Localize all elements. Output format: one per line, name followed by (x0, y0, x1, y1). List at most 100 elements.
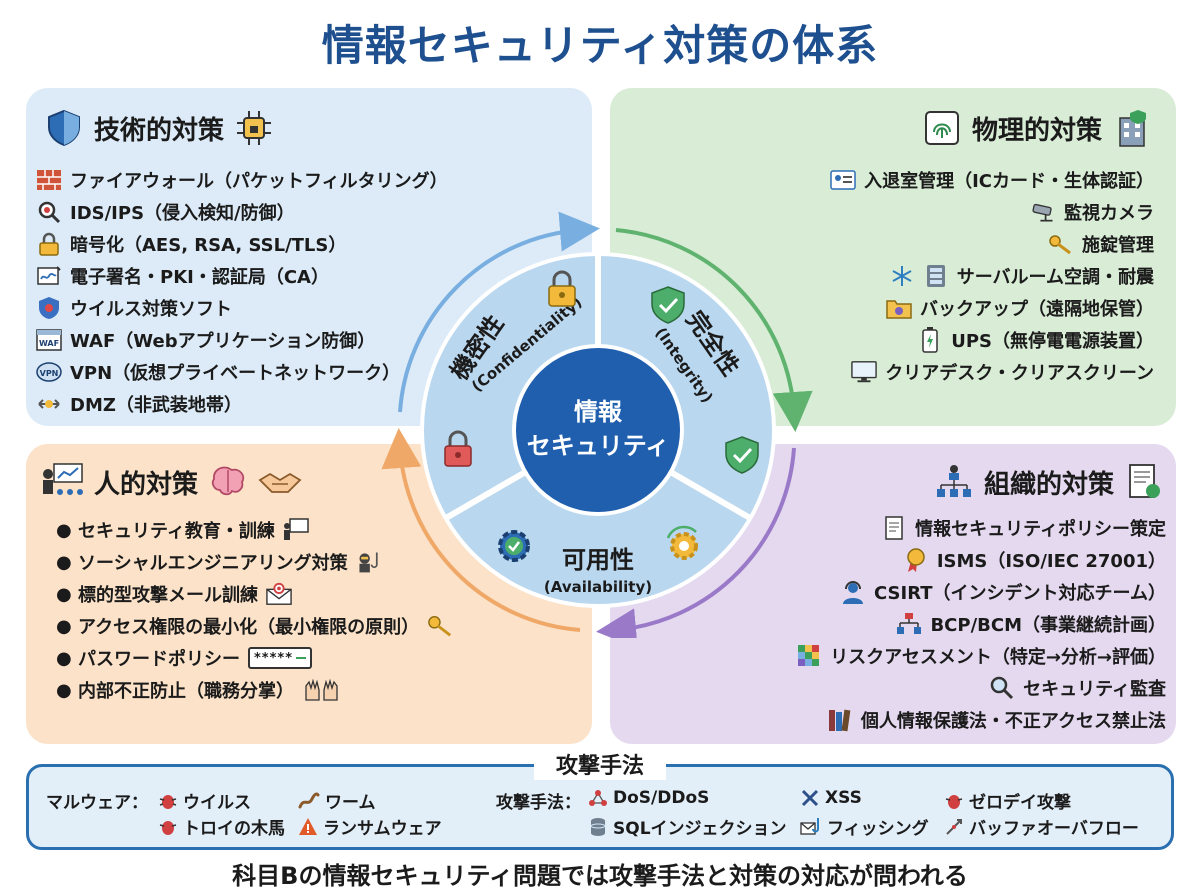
signature-icon (36, 263, 62, 289)
target-mail-icon (266, 581, 292, 607)
bullet-icon: ● (56, 551, 72, 573)
attack-item: ウイルス (158, 788, 251, 813)
law-books-icon (827, 707, 853, 733)
methods-label: 攻撃手法： (496, 793, 581, 813)
list-item: 暗号化（AES, RSA, SSL/TLS） (36, 228, 448, 260)
shield-check-icon (725, 436, 759, 474)
battery-icon (917, 327, 943, 353)
bullet-icon: ● (56, 679, 72, 701)
bullet-icon: ● (56, 615, 72, 637)
attack-item: XSS (800, 788, 862, 808)
attack-item: トロイの木馬 (158, 814, 285, 839)
cycle-arrow-blue (398, 211, 600, 413)
list-item: リスクアセスメント（特定→分析→評価） (796, 640, 1166, 672)
cia-triad-diagram: 情報 セキュリティ 機密性 (Confidentiality) 完全性 (Int… (381, 211, 813, 638)
risk-matrix-icon (796, 643, 822, 669)
human-list: ● セキュリティ教育・訓練 ● ソーシャルエンジニアリング対策 ● 標的型攻撃メ… (56, 514, 453, 706)
center-circle (512, 344, 684, 516)
firewall-brick-icon (36, 167, 62, 193)
hands-icon (302, 677, 342, 703)
list-item: 監視カメラ (830, 196, 1154, 228)
backup-folder-icon (886, 295, 912, 321)
bug-icon (944, 791, 964, 811)
malware-label: マルウェア： (46, 793, 148, 813)
snowflake-icon (889, 263, 915, 289)
dmz-arrows-icon (36, 391, 62, 417)
list-item: DMZ（非武装地帯） (36, 388, 448, 420)
center-label-line1: 情報 (574, 398, 623, 426)
padlock-icon (444, 430, 472, 467)
human-heading: 人的対策 (94, 469, 199, 500)
physical-heading: 物理的対策 (971, 115, 1102, 146)
bullet-icon: ● (56, 519, 72, 541)
page-title: 情報セキュリティ対策の体系 (321, 21, 879, 70)
brain-icon (208, 462, 248, 502)
gear-refresh-icon (666, 525, 698, 560)
list-item: IDS/IPS（侵入検知/防御） (36, 196, 448, 228)
attack-methods-heading: 攻撃手法 (534, 748, 666, 780)
center-label-line2: セキュリティ (527, 432, 670, 460)
technical-heading: 技術的対策 (94, 115, 225, 146)
attack-item: フィッシング (800, 814, 929, 839)
padlock-icon (36, 231, 62, 257)
shield-icon (44, 108, 84, 148)
list-item: 施錠管理 (830, 228, 1154, 260)
vpn-icon-label: VPN (40, 369, 59, 378)
padlock-icon (548, 270, 576, 307)
list-item: ファイアウォール（パケットフィルタリング） (36, 164, 448, 196)
security-camera-icon (1030, 199, 1056, 225)
shield-check-icon (651, 286, 685, 324)
list-item: ISMS（ISO/IEC 27001） (796, 544, 1166, 576)
physical-heading-row: 物理的対策 (922, 108, 1152, 148)
vpn-tunnel-icon: VPN (36, 359, 62, 385)
list-item: UPS（無停電電源装置） (830, 324, 1154, 356)
attack-item: ランサムウェア (298, 814, 442, 839)
server-rack-icon (923, 263, 949, 289)
physical-list: 入退室管理（ICカード・生体認証） 監視カメラ 施錠管理 サーバルーム空調・耐震… (830, 164, 1154, 388)
building-icon (1112, 108, 1152, 148)
list-item: ● 標的型攻撃メール訓練 (56, 578, 453, 610)
handshake-icon (258, 462, 302, 502)
list-item: ● ソーシャルエンジニアリング対策 (56, 546, 453, 578)
list-item: 入退室管理（ICカード・生体認証） (830, 164, 1154, 196)
monitor-icon (851, 359, 878, 385)
human-heading-row: 人的対策 (40, 462, 302, 502)
list-item: 情報セキュリティポリシー策定 (796, 512, 1166, 544)
org-chart-icon (934, 462, 974, 502)
circuit-chip-icon (234, 108, 274, 148)
list-item: クリアデスク・クリアスクリーン (830, 356, 1154, 388)
attack-item: ゼロデイ攻撃 (944, 788, 1071, 813)
list-item: BCP/BCM（事業継続計画） (796, 608, 1166, 640)
document-icon (881, 515, 907, 541)
cycle-arrow-orange (381, 428, 581, 632)
footer-note: 科目Bの情報セキュリティ問題では攻撃手法と対策の対応が問われる (232, 862, 968, 890)
virus-shield-icon (36, 295, 62, 321)
key-icon (1048, 231, 1074, 257)
overflow-arrows-icon (944, 817, 964, 837)
waf-window-icon: WAF (36, 327, 62, 353)
list-item: 個人情報保護法・不正アクセス禁止法 (796, 704, 1166, 736)
magnifier-icon (989, 675, 1015, 701)
attack-item: SQLインジェクション (588, 814, 787, 839)
organizational-heading: 組織的対策 (983, 469, 1114, 500)
database-icon (588, 817, 608, 837)
bullet-icon: ● (56, 583, 72, 605)
attack-item: DoS/DDoS (588, 788, 709, 808)
warning-icon (298, 817, 318, 837)
fingerprint-icon (922, 108, 962, 148)
list-item: VPN VPN（仮想プライベートネットワーク） (36, 356, 448, 388)
flowchart-icon (896, 611, 922, 637)
hacker-hook-icon (356, 549, 382, 575)
bug-icon (158, 817, 178, 837)
list-item: セキュリティ監査 (796, 672, 1166, 704)
list-item: 電子署名・PKI・認証局（CA） (36, 260, 448, 292)
bullet-icon: ● (56, 647, 72, 669)
organizational-heading-row: 組織的対策 (934, 462, 1164, 502)
magnifier-icon (36, 199, 62, 225)
list-item: CSIRT（インシデント対応チーム） (796, 576, 1166, 608)
whiteboard-icon (283, 517, 309, 543)
list-item: WAF WAF（Webアプリケーション防御） (36, 324, 448, 356)
cross-script-icon (800, 788, 820, 808)
training-presentation-icon (40, 462, 84, 502)
headset-operator-icon (840, 579, 866, 605)
